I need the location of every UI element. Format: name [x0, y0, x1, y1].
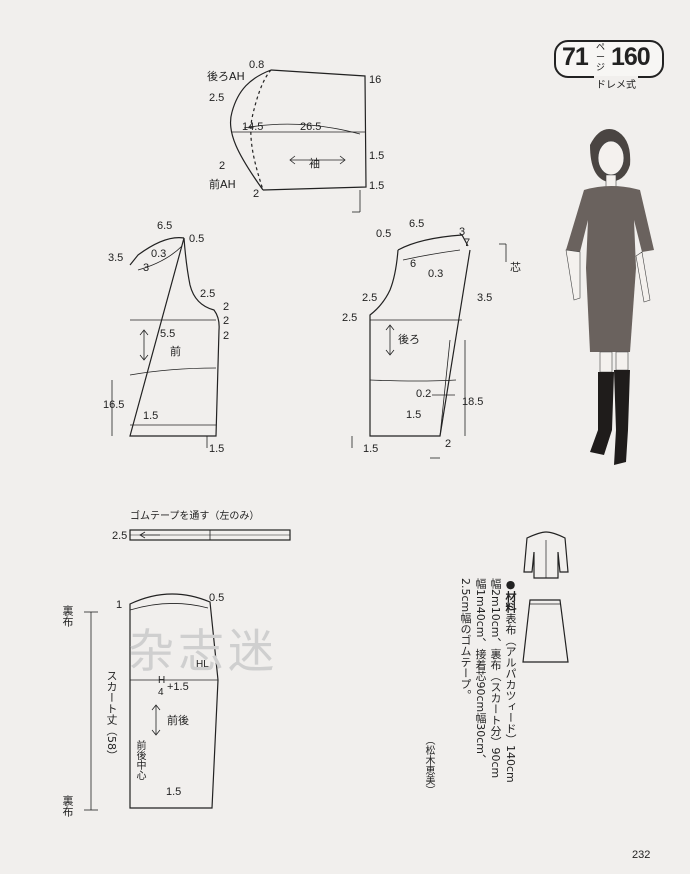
- front-measure-05: 0.5: [189, 233, 205, 245]
- front-measure-3: 3: [143, 262, 150, 274]
- skirt-pattern: [84, 593, 219, 811]
- skirt-hip-fraction-denominator: 4: [158, 687, 164, 698]
- front-measure-35: 3.5: [108, 252, 124, 264]
- back-bodice-pattern: [351, 234, 507, 459]
- badge-page-unit: ページ: [596, 43, 606, 73]
- skirt-piece-name: 前後: [167, 714, 189, 727]
- back-measure-02: 0.2: [416, 388, 432, 400]
- materials-credit: （松木恵美）: [423, 735, 434, 795]
- front-measure-03: 0.3: [151, 248, 167, 260]
- waistband-measure-25: 2.5: [112, 530, 128, 542]
- front-measure-2-c: 2: [223, 330, 230, 342]
- skirt-measure-15: 1.5: [166, 786, 182, 798]
- sleeve-measure-15-lower: 1.5: [369, 180, 385, 192]
- back-piece-name: 後ろ: [398, 333, 420, 346]
- back-measure-3: 3: [459, 226, 466, 238]
- front-measure-2-b: 2: [223, 315, 230, 327]
- back-measure-7: 7: [464, 237, 471, 249]
- back-measure-185: 18.5: [462, 396, 484, 408]
- sleeve-measure-2-left: 2: [219, 160, 226, 172]
- waistband-tape-note: ゴムテープを通す（左のみ）: [130, 511, 260, 522]
- skirt-lining-label-top: 裏布: [61, 605, 74, 627]
- back-measure-2: 2: [445, 438, 452, 450]
- front-measure-15-hem: 1.5: [143, 410, 159, 422]
- pattern-badge: 71 ページ 160 ドレメ式: [554, 40, 664, 91]
- sleeve-measure-16: 16: [369, 74, 382, 86]
- badge-subtitle: ドレメ式: [594, 76, 638, 91]
- skirt-length-label: スカート丈（58）: [105, 670, 118, 761]
- sleeve-measure-145: 14.5: [242, 121, 264, 133]
- sleeve-back-armhole-label: 後ろAH: [207, 70, 245, 83]
- front-piece-name: 前: [170, 345, 181, 358]
- sleeve-measure-2-bottom: 2: [253, 188, 260, 200]
- skirt-measure-05: 0.5: [209, 592, 225, 604]
- back-measure-15-hem: 1.5: [406, 409, 422, 421]
- front-measure-15-side: 1.5: [209, 443, 225, 455]
- back-measure-03: 0.3: [428, 268, 444, 280]
- badge-page-ref: 71: [562, 43, 589, 71]
- sleeve-pattern: [229, 69, 367, 213]
- watermark: 杂志迷: [128, 624, 278, 678]
- skirt-lining-label-bottom: 裏布: [61, 795, 74, 817]
- back-measure-65: 6.5: [409, 218, 425, 230]
- materials-text: 表布（アルパカツィード）140cm幅2m10cm、裏布（スカート分）90cm幅1…: [459, 578, 517, 783]
- back-measure-05: 0.5: [376, 228, 392, 240]
- skirt-waistband-pattern: [129, 529, 291, 541]
- sleeve-measure-265: 26.5: [300, 121, 322, 133]
- back-measure-6: 6: [410, 258, 417, 270]
- back-measure-15-side: 1.5: [363, 443, 379, 455]
- front-measure-165: 16.5: [103, 399, 125, 411]
- back-measure-25-lower: 2.5: [342, 312, 358, 324]
- front-bodice-pattern: [111, 237, 220, 448]
- materials-block: ●材料表布（アルパカツィード）140cm幅2m10cm、裏布（スカート分）90c…: [458, 578, 518, 788]
- back-interfacing-label: 芯: [510, 261, 521, 274]
- back-measure-25-upper: 2.5: [362, 292, 378, 304]
- sleeve-measure-15-upper: 1.5: [369, 150, 385, 162]
- back-measure-35: 3.5: [477, 292, 493, 304]
- skirt-measure-1: 1: [116, 599, 123, 611]
- front-measure-2-a: 2: [223, 301, 230, 313]
- materials-heading: ●材料: [504, 578, 517, 613]
- skirt-hip-fraction-numerator: H: [158, 675, 166, 686]
- skirt-center-label: 前後中心: [134, 740, 145, 780]
- sleeve-piece-name: 袖: [309, 157, 320, 170]
- garment-flat-sketches: [522, 531, 569, 663]
- front-measure-55: 5.5: [160, 328, 176, 340]
- model-illustration: [565, 129, 654, 465]
- front-measure-25: 2.5: [200, 288, 216, 300]
- skirt-hip-ease: +1.5: [167, 681, 189, 693]
- page-number: 232: [632, 849, 651, 861]
- sleeve-measure-25: 2.5: [209, 92, 225, 104]
- badge-pattern-number: 160: [611, 43, 651, 71]
- sleeve-measure-08: 0.8: [249, 59, 265, 71]
- sleeve-front-armhole-label: 前AH: [209, 178, 236, 191]
- front-measure-65: 6.5: [157, 220, 173, 232]
- skirt-hip-line-label: HL: [196, 659, 209, 670]
